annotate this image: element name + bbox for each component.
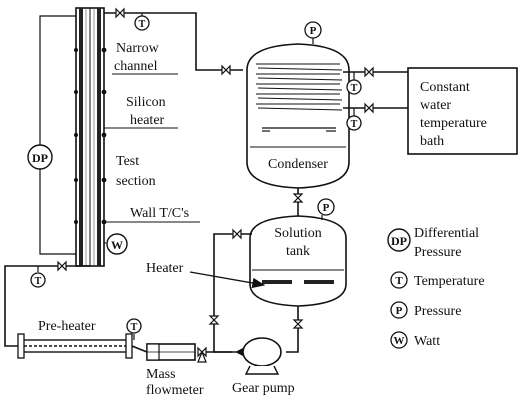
wall-thermocouples xyxy=(74,47,107,225)
bypass-valve-icon xyxy=(208,315,220,325)
gear-pump: Gear pump xyxy=(232,337,295,396)
preheater-temp-icon xyxy=(126,318,142,334)
legend-item-watt: W Watt xyxy=(390,331,440,349)
silicon-heater-label-line1: Silicon xyxy=(126,95,166,110)
legend: DP Differential Pressure T Temperature P… xyxy=(387,226,485,349)
bath-label-line1: Constant xyxy=(420,80,470,95)
condenser-inlet-valve-icon xyxy=(221,64,231,76)
cooling-out-valve-icon xyxy=(364,102,374,114)
cooling-out-temp-icon xyxy=(346,115,362,131)
narrow-channel-label-line1: Narrow xyxy=(116,41,160,56)
condenser-coil xyxy=(256,63,343,111)
condenser-drain-line xyxy=(292,188,304,218)
outlet-temp-icon xyxy=(134,15,150,31)
legend-pressure-icon xyxy=(390,301,408,319)
dp-transducer-line: DP xyxy=(27,15,76,255)
test-section-column xyxy=(74,7,107,267)
tank-heater-element-right xyxy=(304,280,334,284)
constant-temperature-bath: Constant water temperature bath xyxy=(407,67,518,155)
legend-dp-label-line2: Pressure xyxy=(414,245,461,260)
legend-temperature-symbol: T xyxy=(395,275,403,287)
tank-outlet-line xyxy=(286,306,304,353)
watt-meter: W xyxy=(104,233,128,255)
legend-watt-icon xyxy=(390,331,408,349)
legend-dp-icon xyxy=(387,228,411,252)
legend-temperature-label: Temperature xyxy=(414,274,485,289)
legend-item-pressure: P Pressure xyxy=(390,301,461,319)
inlet-temp-icon xyxy=(30,272,46,288)
legend-item-temperature: T Temperature xyxy=(390,271,485,289)
condenser: Condenser P xyxy=(246,21,350,189)
test-section-label-line1: Test xyxy=(116,154,139,169)
legend-dp-label-line1: Differential xyxy=(414,226,479,241)
legend-item-dp: DP Differential Pressure xyxy=(387,226,479,260)
bath-label-line2: water xyxy=(420,98,451,113)
inlet-valve-icon xyxy=(57,260,67,272)
outlet-valve-icon xyxy=(115,7,125,19)
condenser-drain-valve-icon xyxy=(292,193,304,203)
heater-label: Heater xyxy=(146,261,184,276)
channel-plate-right xyxy=(97,8,101,266)
legend-pressure-symbol: P xyxy=(396,305,403,317)
legend-dp-symbol: DP xyxy=(391,234,407,248)
tank-label-line2: tank xyxy=(286,244,310,259)
condenser-pressure-icon xyxy=(304,21,322,39)
heater-callout: Heater xyxy=(146,261,266,289)
cooling-out-temp-symbol: T xyxy=(351,119,358,130)
bath-label-line3: temperature xyxy=(420,116,487,131)
condenser-label: Condenser xyxy=(268,157,328,172)
tank-heater-element-left xyxy=(262,280,292,284)
tank-pressure-icon xyxy=(317,198,335,216)
wall-tc-label: Wall T/C's xyxy=(130,206,189,221)
dp-gauge-symbol: DP xyxy=(32,151,48,165)
test-section-labels: Narrow channel Silicon heater Test secti… xyxy=(104,41,200,223)
three-way-valve xyxy=(197,346,232,363)
condenser-pressure-symbol: P xyxy=(310,25,317,37)
outlet-temp-symbol: T xyxy=(139,19,146,30)
test-section-label-line2: section xyxy=(116,174,156,189)
narrow-channel-label-line2: channel xyxy=(114,59,158,74)
watt-meter-symbol: W xyxy=(111,238,123,252)
solution-tank: Solution tank P xyxy=(249,198,347,307)
gear-pump-label: Gear pump xyxy=(232,381,295,396)
legend-watt-label: Watt xyxy=(414,334,440,349)
recirculation-valve-icon xyxy=(232,228,242,240)
tank-recirculation-line xyxy=(208,228,252,353)
inlet-line: T xyxy=(4,260,90,347)
cooling-in-temp-icon xyxy=(346,79,362,95)
tank-pressure-symbol: P xyxy=(323,202,330,214)
pre-heater: Pre-heater T xyxy=(17,318,148,359)
tank-label-line1: Solution xyxy=(274,226,321,241)
flowmeter-label-line2: flowmeter xyxy=(146,383,204,398)
mass-flowmeter: Mass flowmeter xyxy=(146,343,204,398)
legend-watt-symbol: W xyxy=(394,335,405,347)
cooling-water-lines: T T xyxy=(343,66,408,131)
flowmeter-label-line1: Mass xyxy=(146,367,176,382)
dp-gauge-icon xyxy=(27,144,53,170)
preheater-temp-symbol: T xyxy=(131,322,138,333)
tank-outlet-valve-icon xyxy=(292,319,304,329)
outlet-line: T xyxy=(104,7,243,76)
legend-temperature-icon xyxy=(390,271,408,289)
inlet-temp-symbol: T xyxy=(35,276,42,287)
cooling-in-temp-symbol: T xyxy=(351,83,358,94)
legend-pressure-label: Pressure xyxy=(414,304,461,319)
silicon-heater-label-line2: heater xyxy=(130,113,165,128)
cooling-in-valve-icon xyxy=(364,66,374,78)
channel-plate-left xyxy=(79,8,83,266)
watt-meter-icon xyxy=(106,233,128,255)
bath-label-line4: bath xyxy=(420,134,444,149)
pre-heater-label: Pre-heater xyxy=(38,319,96,334)
